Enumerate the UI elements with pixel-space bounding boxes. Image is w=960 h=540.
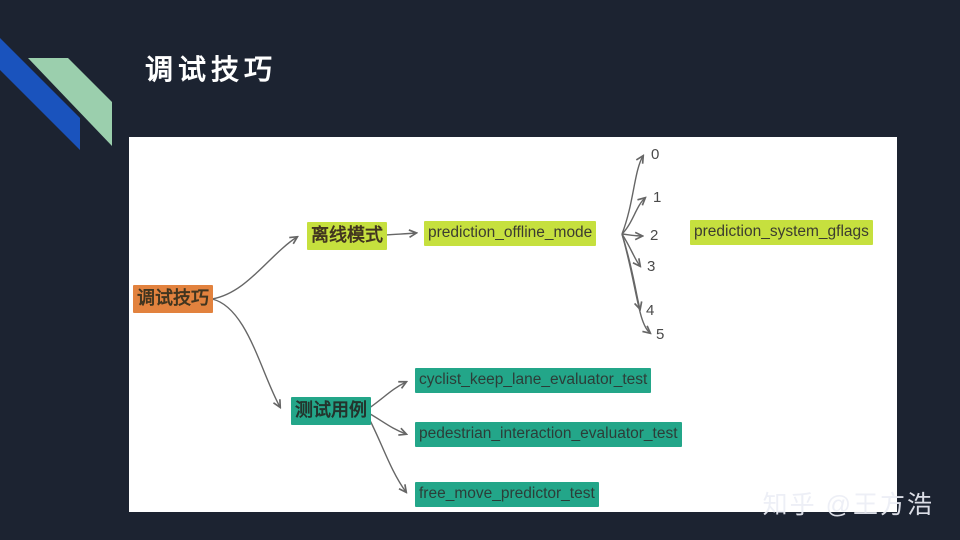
node-prediction-offline-mode: prediction_offline_mode: [424, 221, 597, 246]
node-mode-value-4: 4: [646, 302, 655, 319]
node-mode-value-0: 0: [651, 146, 660, 163]
node-free-move-predictor-test: free_move_predictor_test: [415, 482, 599, 507]
edge-root-to-offline: [211, 237, 297, 300]
page-title: 调试技巧: [145, 54, 278, 85]
node-mode-value-1: 1: [653, 189, 662, 206]
edge-offline-to-mode: [384, 233, 416, 235]
edge-mode-to-3: [621, 233, 640, 266]
node-root: 调试技巧: [133, 285, 213, 313]
node-offline-branch: 离线模式: [307, 222, 387, 250]
corner-ribbon-decoration: [0, 38, 112, 150]
node-mode-value-3: 3: [647, 258, 656, 275]
node-cyclist-keep-lane-evaluator-test: cyclist_keep_lane_evaluator_test: [415, 368, 652, 393]
node-pedestrian-interaction-evaluator-test: pedestrian_interaction_evaluator_test: [415, 422, 682, 447]
edge-mode-to-2: [621, 234, 642, 236]
node-test-branch: 测试用例: [291, 397, 371, 425]
watermark: 知乎 @王方浩: [762, 491, 934, 519]
edge-root-to-testcases: [211, 298, 280, 407]
edge-mode-to-1: [621, 198, 645, 235]
node-mode-value-2: 2: [650, 227, 659, 244]
blue-ribbon-shape: [0, 38, 80, 150]
node-mode-value-5: 5: [656, 326, 665, 343]
connector-lines: [211, 137, 897, 512]
node-prediction-system-gflags: prediction_system_gflags: [690, 220, 873, 245]
green-ribbon-shape: [28, 58, 112, 146]
edge-mode-to-5: [621, 233, 650, 333]
edge-testcases-to-cyclist: [364, 382, 406, 412]
diagram-panel: 调试技巧 离线模式 prediction_offline_mode predic…: [129, 137, 897, 512]
edge-mode-to-0: [621, 156, 643, 235]
